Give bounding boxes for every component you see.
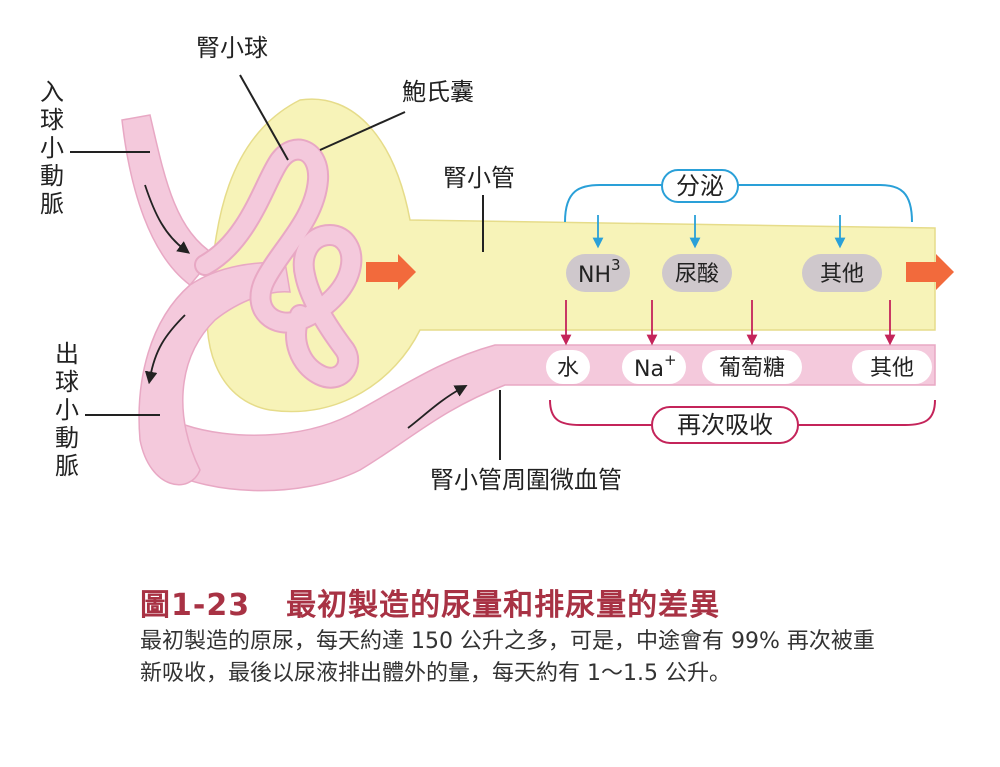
pill-water-label: 水	[557, 356, 579, 381]
pill-nh3	[566, 254, 630, 292]
leader-bowman	[319, 111, 406, 151]
svg-text:動: 動	[55, 424, 79, 452]
glomerulus-loops	[194, 138, 363, 389]
pill-na	[622, 350, 686, 384]
figure-number: 圖1-23	[140, 588, 251, 623]
secretion-title: 分泌	[676, 172, 724, 200]
svg-text:球: 球	[40, 106, 64, 134]
caption-body: 最初製造的原尿，每天約達 150 公升之多，可是，中途會有 99% 再次被重新吸…	[140, 629, 875, 686]
svg-text:小: 小	[40, 134, 64, 162]
pill-glucose-label: 葡萄糖	[719, 356, 785, 381]
label-tubule: 腎小管	[443, 164, 515, 192]
caption-title: 圖1-23 最初製造的尿量和排尿量的差異	[140, 580, 720, 624]
pill-reabsorb-other-label: 其他	[870, 356, 914, 381]
pill-water	[546, 350, 590, 384]
pill-uric-acid-label: 尿酸	[675, 262, 719, 287]
label-efferent: 出 球 小 動 脈	[55, 340, 79, 480]
flow-arrow-capillary	[407, 384, 468, 429]
svg-text:小: 小	[55, 396, 79, 424]
label-afferent: 入 球 小 動 脈	[40, 78, 64, 218]
pill-reabsorb-other	[852, 350, 932, 384]
leader-glomerulus	[239, 74, 289, 161]
svg-text:脈: 脈	[40, 190, 64, 218]
svg-text:球: 球	[55, 368, 79, 396]
label-capillary: 腎小管周圍微血管	[430, 466, 622, 494]
pill-uric-acid	[662, 254, 732, 292]
nephron-diagram: 分泌 NH3 尿酸 其他 水 Na+ 葡萄糖 其他 再次吸收 腎小球 鮑氏囊 腎…	[40, 34, 954, 494]
flow-arrow-afferent	[144, 184, 191, 254]
pill-secretion-other-label: 其他	[820, 262, 864, 287]
svg-text:動: 動	[40, 162, 64, 190]
pill-nh3-label: NH3	[578, 256, 621, 288]
svg-text:出: 出	[55, 340, 79, 368]
tubule-flow-arrow-in	[366, 254, 416, 290]
label-bowman: 鮑氏囊	[402, 78, 474, 106]
pill-glucose	[702, 350, 802, 384]
figure-title: 最初製造的尿量和排尿量的差異	[286, 588, 721, 623]
bowman-capsule	[206, 98, 936, 413]
flow-arrow-efferent	[144, 314, 186, 385]
tubule-flow-arrow-out	[906, 254, 954, 290]
svg-text:脈: 脈	[55, 452, 79, 480]
label-glomerulus: 腎小球	[196, 34, 268, 62]
secretion-bracket	[564, 184, 913, 223]
pill-secretion-other	[802, 254, 882, 292]
pill-na-label: Na+	[634, 351, 677, 382]
reabsorption-bracket	[549, 399, 936, 426]
svg-text:入: 入	[40, 78, 64, 106]
secretion-title-box	[661, 169, 739, 203]
reabsorption-title: 再次吸收	[677, 411, 773, 439]
reabsorption-title-box	[651, 406, 799, 444]
